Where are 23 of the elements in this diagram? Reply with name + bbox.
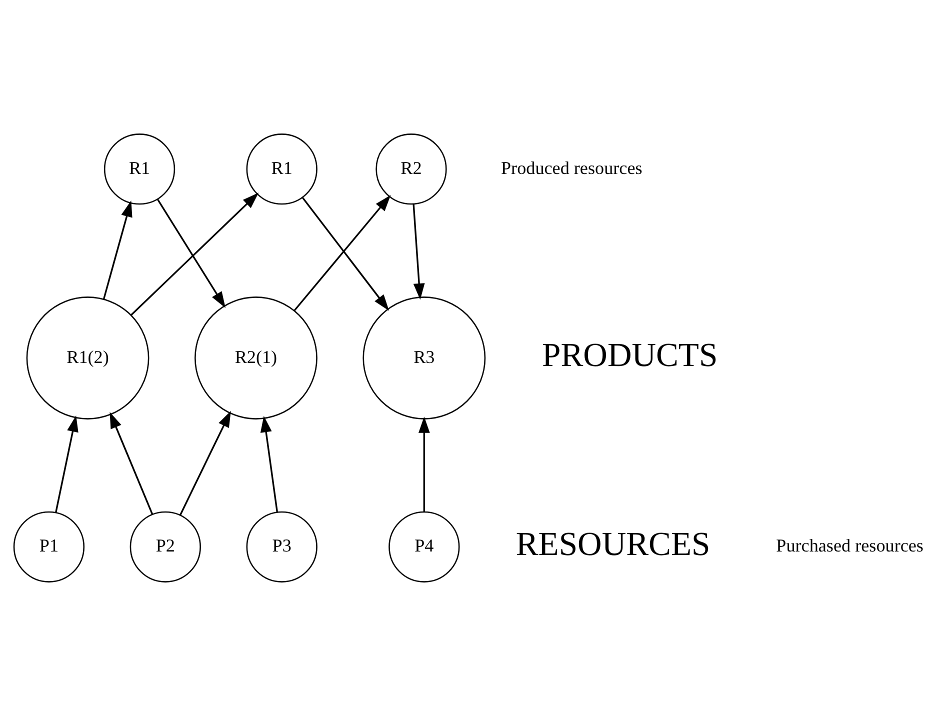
label: RESOURCES <box>516 526 710 563</box>
arrow <box>130 192 259 315</box>
label: Purchased resources <box>776 535 924 556</box>
arrow <box>110 412 154 514</box>
node-circle: R1(2) <box>26 296 150 419</box>
node-circle: P2 <box>130 510 201 582</box>
arrow <box>55 414 78 512</box>
arrow <box>180 410 231 515</box>
label: Produced resources <box>500 157 642 178</box>
node-circle: R1 <box>246 133 318 204</box>
node-circle: P4 <box>388 510 460 582</box>
node-circle: R2(1) <box>194 296 318 419</box>
arrow <box>156 198 226 308</box>
arrow <box>412 204 425 300</box>
label: PRODUCTS <box>542 336 718 374</box>
arrow <box>102 200 132 300</box>
arrow <box>260 415 278 512</box>
node-circle: P1 <box>13 510 85 582</box>
node-circle: P3 <box>246 510 318 582</box>
arrow <box>418 416 430 512</box>
node-circle: R3 <box>362 296 486 419</box>
node-circle: R1 <box>104 133 176 204</box>
node-circle: R2 <box>376 133 447 204</box>
